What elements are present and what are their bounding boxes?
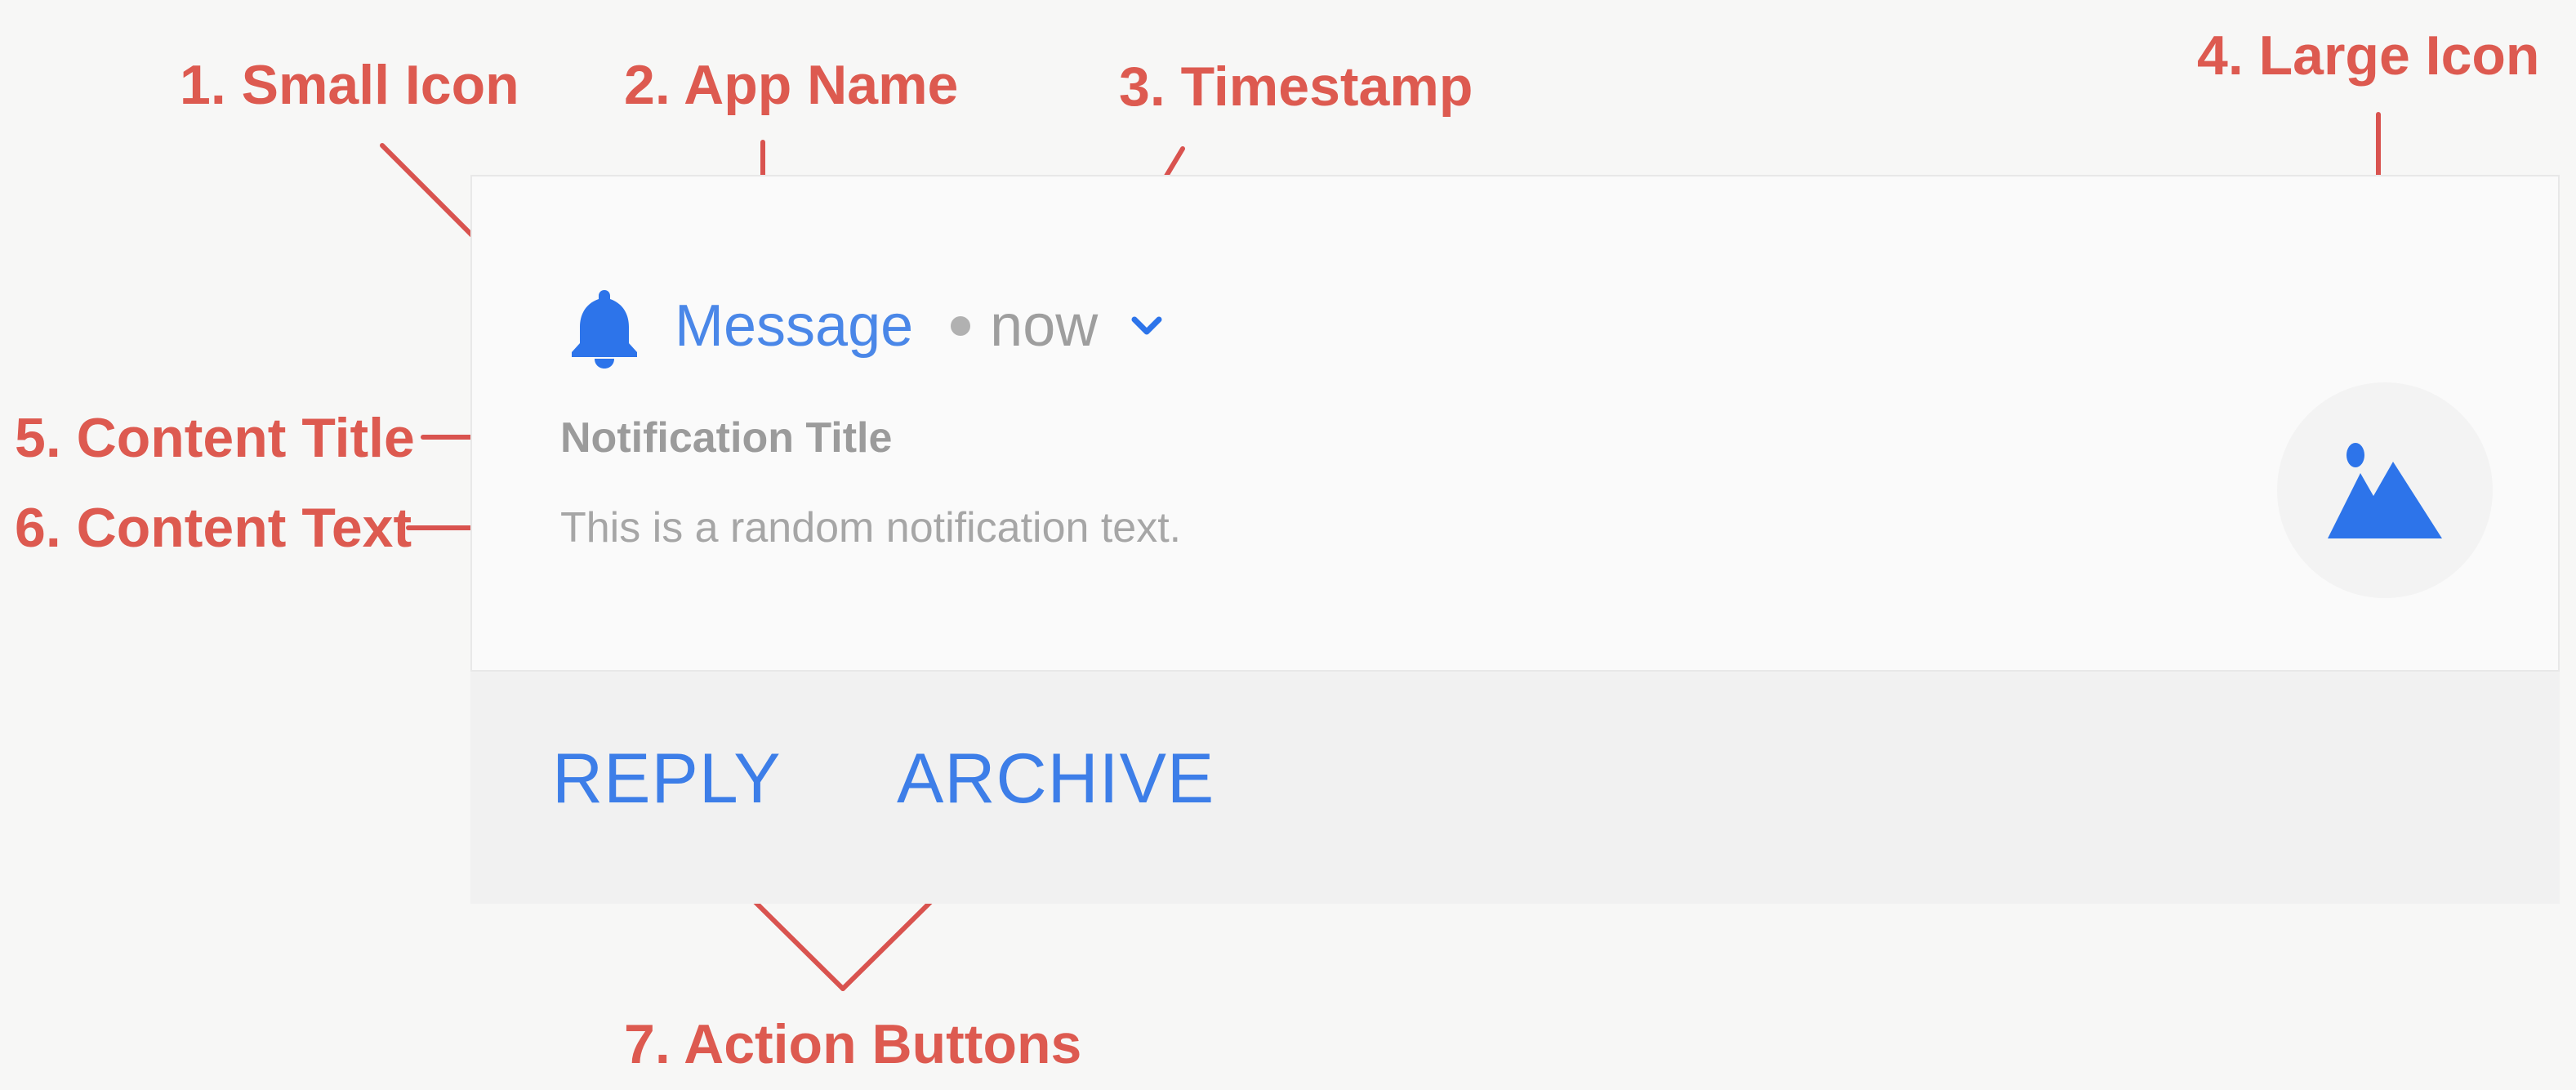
- content-text-callout-label: 6. Content Text: [15, 497, 412, 559]
- archive-button[interactable]: ARCHIVE: [897, 739, 1215, 818]
- large-icon-callout-label: 4. Large Icon: [2197, 25, 2540, 87]
- notification-text: This is a random notification text.: [560, 504, 1182, 552]
- notification-card: [470, 175, 2560, 672]
- timestamp: now: [990, 293, 1099, 359]
- app-name: Message: [675, 293, 914, 359]
- bell-icon: [564, 281, 645, 371]
- small-icon-callout-label: 1. Small Icon: [180, 54, 519, 116]
- timestamp-callout-label: 3. Timestamp: [1119, 56, 1473, 118]
- action-buttons-callout-label: 7. Action Buttons: [624, 1013, 1082, 1075]
- app-name-callout-label: 2. App Name: [624, 54, 959, 116]
- chevron-down-icon[interactable]: [1125, 305, 1168, 347]
- image-icon: [2277, 382, 2493, 598]
- content-title-callout-label: 5. Content Title: [15, 407, 415, 469]
- notification-header: Message now: [564, 281, 1168, 371]
- separator-dot: [951, 316, 971, 336]
- notification-title: Notification Title: [560, 414, 893, 462]
- reply-button[interactable]: REPLY: [552, 739, 782, 818]
- notification-actions-bar: [470, 672, 2560, 904]
